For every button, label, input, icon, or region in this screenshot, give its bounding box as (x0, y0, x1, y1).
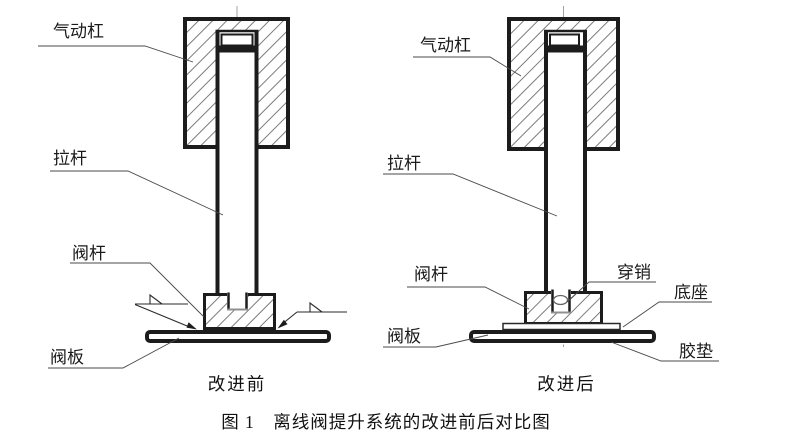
leader-pull-rod-after (383, 173, 558, 217)
label-valve-plate-before: 阀板 (50, 348, 84, 367)
rod-cap-flange-before (216, 45, 258, 53)
assembly-after (469, 6, 656, 348)
base-seat-after (502, 322, 621, 331)
label-valve-stem-before: 阀杆 (72, 244, 106, 263)
weld-symbol-right (277, 301, 347, 329)
weld-symbol-left (134, 293, 197, 330)
leader-through-pin-after (566, 281, 656, 303)
label-valve-plate-after: 阀板 (387, 327, 421, 346)
leader-valve-stem-after (407, 286, 530, 310)
labels-before: 气动杠 拉杆 阀杆 阀板 改进前 (38, 22, 267, 394)
through-pin (552, 294, 569, 306)
label-valve-stem-after: 阀杆 (414, 265, 448, 284)
leader-rubber-pad-after (610, 341, 719, 362)
valve-plate-after (469, 330, 656, 343)
leader-valve-plate-before (48, 337, 180, 369)
label-pull-rod-before: 拉杆 (53, 149, 87, 168)
label-through-pin-after: 穿销 (617, 263, 651, 282)
weld-arrowhead-left (186, 322, 197, 330)
label-pneumatic-cylinder-before: 气动杠 (53, 22, 104, 41)
caption-after: 改进后 (537, 374, 596, 394)
label-pull-rod-after: 拉杆 (387, 154, 421, 173)
valve-stem-block-before (203, 293, 276, 330)
label-rubber-pad-after: 胶垫 (679, 342, 713, 361)
leader-valve-plate-after (383, 334, 489, 348)
caption-before: 改进前 (208, 374, 267, 394)
stem-notch-before (227, 292, 248, 310)
leader-valve-stem-before (70, 262, 205, 318)
label-base-seat-after: 底座 (674, 283, 708, 302)
leader-pneumatic-cylinder-after (413, 56, 522, 77)
figure-caption: 图 1 离线阀提升系统的改进前后对比图 (221, 412, 551, 432)
weld-arrowhead-right (277, 319, 288, 329)
rod-cap-before (220, 33, 254, 47)
leader-pull-rod-before (50, 170, 224, 216)
labels-after: 气动杠 拉杆 阀杆 穿销 底座 阀板 胶垫 改进后 (383, 36, 719, 394)
leader-base-seat-after (622, 301, 712, 328)
rod-slot-after (548, 31, 583, 291)
rod-cap-flange-after (544, 45, 586, 53)
assembly-before (134, 6, 347, 343)
rod-slot-before (219, 31, 255, 293)
leader-pneumatic-cylinder-before (38, 45, 194, 63)
label-pneumatic-cylinder-after: 气动杠 (420, 36, 471, 55)
rod-cap-after (549, 33, 580, 47)
valve-plate-before (145, 330, 331, 343)
